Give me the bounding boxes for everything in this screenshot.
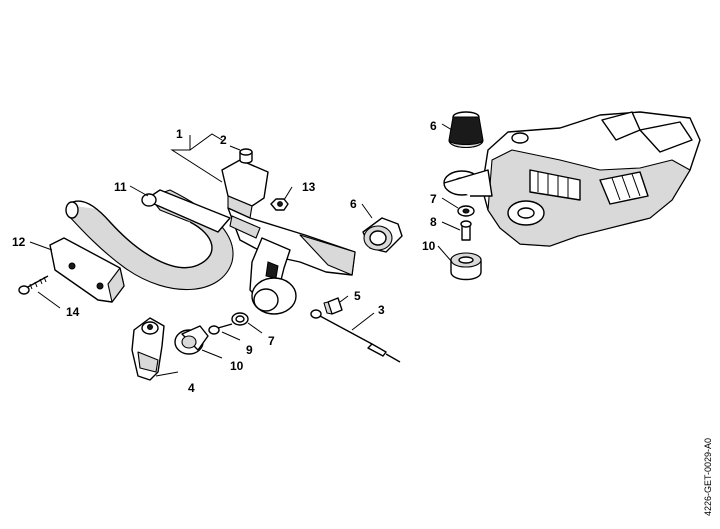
clamp-plate-part-12 [49, 237, 125, 303]
callout-2: 2 [220, 133, 227, 147]
callout-3: 3 [378, 303, 385, 317]
callout-4: 4 [188, 381, 195, 395]
washer-part-7a [231, 312, 249, 326]
nut-part-13 [270, 198, 289, 211]
callout-labels: 1 2 11 13 6 12 14 5 3 7 9 10 4 6 7 8 10 [12, 119, 437, 395]
screw-part-9 [208, 323, 233, 335]
screw-part-14 [18, 275, 49, 295]
callout-7-left: 7 [268, 334, 275, 348]
rubber-buffer-part-6b [448, 111, 484, 149]
callout-1: 1 [176, 127, 183, 141]
screw-part-8 [460, 220, 472, 241]
diagram-code: 4226-GET-0029-A0 [703, 438, 713, 516]
callout-6-left: 6 [350, 197, 357, 211]
lever-part-4 [131, 317, 165, 381]
leader-lines [29, 123, 461, 377]
callout-13: 13 [302, 180, 316, 194]
cap-part-2 [239, 148, 253, 164]
callout-8: 8 [430, 215, 437, 229]
plug-part-5 [323, 297, 343, 315]
callout-12: 12 [12, 235, 26, 249]
callout-7-right: 7 [430, 192, 437, 206]
callout-10-left: 10 [230, 359, 244, 373]
annular-buffer-part-10a [174, 325, 209, 355]
callout-6-right: 6 [430, 119, 437, 133]
rubber-bushing-part-6a [362, 217, 403, 253]
annular-buffer-part-10b [450, 252, 482, 281]
callout-14: 14 [66, 305, 80, 319]
loop-handle-part-11 [65, 189, 234, 290]
callout-11: 11 [114, 180, 127, 194]
washer-part-7b [457, 205, 475, 217]
callout-10-right: 10 [422, 239, 436, 253]
engine-mount-housing [443, 111, 701, 247]
control-rod-part-3 [310, 309, 401, 363]
handle-housing-part-1 [221, 159, 356, 315]
callout-5: 5 [354, 289, 361, 303]
callout-9: 9 [246, 343, 253, 357]
